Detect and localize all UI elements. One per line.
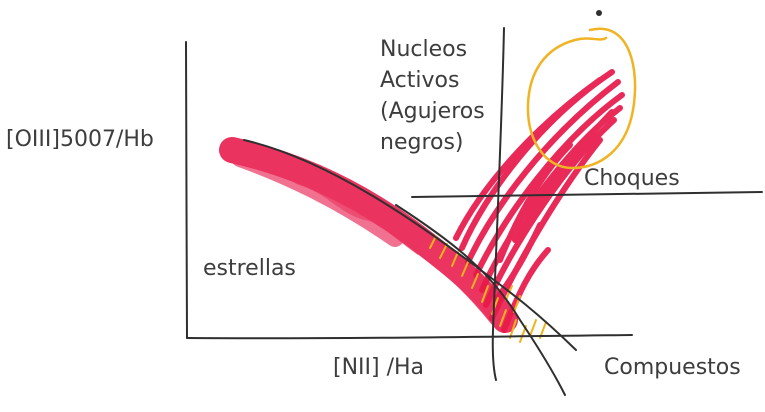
- star-forming-highlight: [219, 137, 518, 333]
- vertical-divider-line: [491, 27, 505, 381]
- horizontal-divider-line: [411, 191, 763, 198]
- dividing-lines: [243, 27, 763, 396]
- maximum-starburst-curve: [395, 204, 566, 396]
- agn-tip-circle: [526, 27, 637, 170]
- y-axis-line: [185, 41, 188, 339]
- marker-dot: [596, 10, 602, 16]
- composites-region-label: Compuestos: [604, 355, 741, 380]
- star-forming-region-label: estrellas: [203, 256, 296, 281]
- agn-branch-highlight: [453, 69, 625, 333]
- star-forming-boundary-curve: [243, 139, 577, 351]
- shocks-region-label: Choques: [584, 166, 680, 191]
- x-axis-line: [186, 334, 633, 340]
- axes: [185, 41, 633, 340]
- x-axis-label: [NII] /Ha: [333, 355, 425, 380]
- agn-region-label: Nucleos Activos (Agujeros negros): [380, 37, 485, 155]
- y-axis-label: [OIII]5007/Hb: [6, 127, 154, 152]
